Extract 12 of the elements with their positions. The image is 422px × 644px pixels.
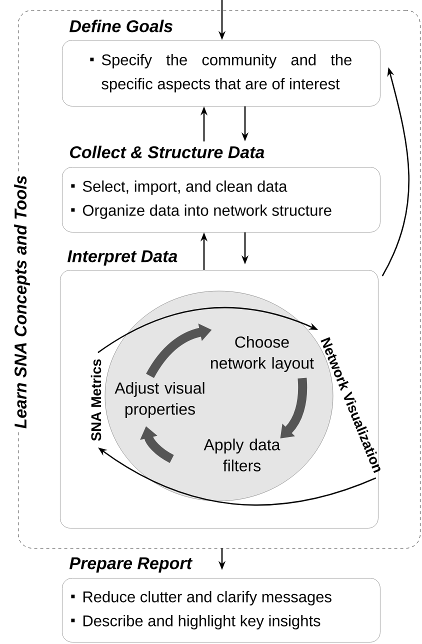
box-heading: Collect & Structure Data xyxy=(70,146,264,158)
box-heading: Prepare Report xyxy=(70,557,193,573)
side-label: SNA Metrics xyxy=(90,359,102,441)
process-box: Specify the community and the specific aspects that are of interest xyxy=(62,40,380,106)
region-label: Learn SNA Concepts and Tools xyxy=(11,172,33,432)
box-heading: Define Goals xyxy=(70,20,173,32)
process-box: Reduce clutter and clarify messages Describe and highlight key insights xyxy=(62,578,380,642)
process-box: Select, import, and clean data Organize data into network structure xyxy=(62,167,380,232)
step-text: Apply data filters xyxy=(204,438,280,472)
box-heading: Interpret Data xyxy=(68,250,178,266)
step-text: Adjust visual properties xyxy=(114,382,204,418)
step-text: Choose network layout xyxy=(211,336,314,372)
